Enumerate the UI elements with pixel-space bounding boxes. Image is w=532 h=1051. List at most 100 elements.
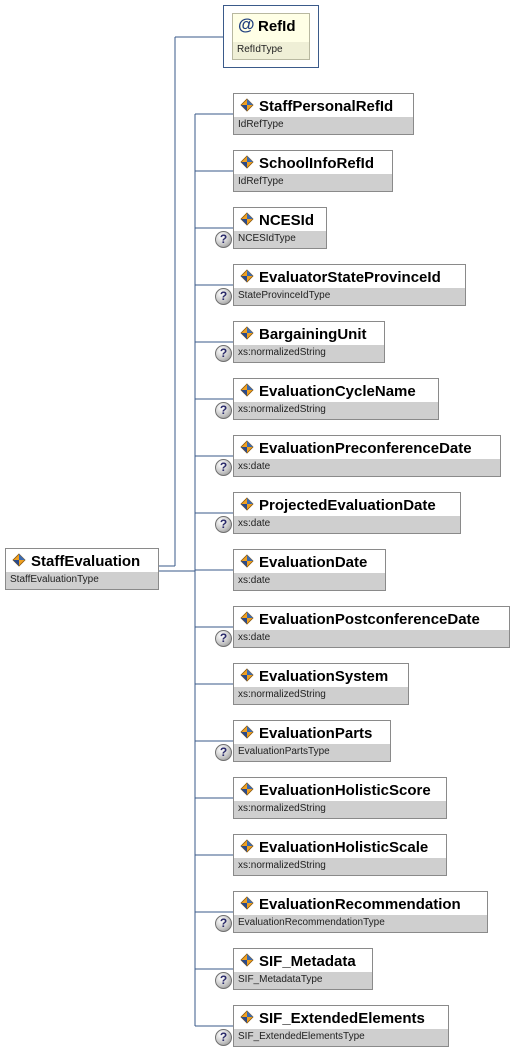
element-icon (240, 440, 254, 454)
element-icon (240, 269, 254, 283)
child-element-type: SIF_MetadataType (234, 972, 372, 989)
child-element-type: xs:normalizedString (234, 687, 408, 704)
optional-question-icon: ? (215, 459, 232, 476)
child-element-title: EvaluationHolisticScale (234, 835, 446, 858)
attribute-at-icon: @ (238, 15, 255, 34)
child-element-type: xs:normalizedString (234, 858, 446, 875)
child-element-type: StateProvinceIdType (234, 288, 465, 305)
child-element-type: xs:date (234, 573, 385, 590)
child-element-type: EvaluationRecommendationType (234, 915, 487, 932)
child-element-name: NCESId (259, 212, 315, 229)
element-icon (240, 839, 254, 853)
child-element-name: SchoolInfoRefId (259, 155, 374, 172)
child-element-title: NCESId (234, 208, 326, 231)
attribute-name: RefId (258, 18, 296, 35)
child-element-name: BargainingUnit (259, 326, 367, 343)
optional-question-icon: ? (215, 744, 232, 761)
child-element-node[interactable]: EvaluationDate xs:date (233, 549, 386, 591)
child-element-title: SIF_Metadata (234, 949, 372, 972)
optional-question-icon: ? (215, 915, 232, 932)
child-element-title: EvaluationDate (234, 550, 385, 573)
child-element-title: ProjectedEvaluationDate (234, 493, 460, 516)
attribute-title: @ RefId (233, 14, 309, 37)
root-element-type: StaffEvaluationType (6, 572, 158, 589)
child-element-node[interactable]: EvaluationPreconferenceDate xs:date (233, 435, 501, 477)
child-element-node[interactable]: EvaluationSystem xs:normalizedString (233, 663, 409, 705)
child-element-type: xs:normalizedString (234, 345, 384, 362)
element-icon (12, 553, 26, 567)
child-element-title: StaffPersonalRefId (234, 94, 413, 117)
child-element-node[interactable]: ProjectedEvaluationDate xs:date (233, 492, 461, 534)
root-element-node[interactable]: StaffEvaluation StaffEvaluationType (5, 548, 159, 590)
child-element-title: EvaluationRecommendation (234, 892, 487, 915)
optional-question-icon: ? (215, 402, 232, 419)
child-element-node[interactable]: EvaluationHolisticScore xs:normalizedStri… (233, 777, 447, 819)
element-icon (240, 155, 254, 169)
element-icon (240, 497, 254, 511)
element-icon (240, 1010, 254, 1024)
child-element-node[interactable]: EvaluationHolisticScale xs:normalizedStri… (233, 834, 447, 876)
element-icon (240, 383, 254, 397)
child-element-type: IdRefType (234, 174, 392, 191)
child-element-type: xs:date (234, 459, 500, 476)
child-element-node[interactable]: BargainingUnit xs:normalizedString (233, 321, 385, 363)
child-element-name: EvaluationHolisticScore (259, 782, 431, 799)
optional-question-icon: ? (215, 345, 232, 362)
element-icon (240, 98, 254, 112)
child-element-name: EvaluationPreconferenceDate (259, 440, 472, 457)
optional-question-icon: ? (215, 630, 232, 647)
attribute-type: RefIdType (233, 42, 309, 59)
child-element-title: EvaluationCycleName (234, 379, 438, 402)
child-element-type: xs:date (234, 630, 509, 647)
attribute-group-node[interactable]: @ RefId RefIdType (223, 5, 319, 68)
optional-question-icon: ? (215, 288, 232, 305)
child-element-name: EvaluationDate (259, 554, 368, 571)
child-element-type: xs:normalizedString (234, 801, 446, 818)
element-icon (240, 782, 254, 796)
child-element-type: xs:date (234, 516, 460, 533)
root-element-name: StaffEvaluation (31, 553, 141, 570)
optional-question-icon: ? (215, 516, 232, 533)
child-element-name: StaffPersonalRefId (259, 98, 394, 115)
element-icon (240, 725, 254, 739)
child-element-title: EvaluationHolisticScore (234, 778, 446, 801)
child-element-name: EvaluationCycleName (259, 383, 416, 400)
child-element-title: EvaluationPreconferenceDate (234, 436, 500, 459)
child-element-type: IdRefType (234, 117, 413, 134)
child-element-type: EvaluationPartsType (234, 744, 390, 761)
optional-question-icon: ? (215, 1029, 232, 1046)
child-element-title: BargainingUnit (234, 322, 384, 345)
root-element-title: StaffEvaluation (6, 549, 158, 572)
child-element-name: EvaluationSystem (259, 668, 389, 685)
child-element-title: SchoolInfoRefId (234, 151, 392, 174)
element-icon (240, 896, 254, 910)
child-element-type: NCESIdType (234, 231, 326, 248)
child-element-title: EvaluationPostconferenceDate (234, 607, 509, 630)
child-element-name: EvaluationParts (259, 725, 373, 742)
child-element-title: EvaluationSystem (234, 664, 408, 687)
element-icon (240, 212, 254, 226)
attribute-node[interactable]: @ RefId RefIdType (232, 13, 310, 60)
element-icon (240, 953, 254, 967)
element-icon (240, 554, 254, 568)
child-element-title: SIF_ExtendedElements (234, 1006, 448, 1029)
child-element-name: ProjectedEvaluationDate (259, 497, 436, 514)
child-element-name: SIF_ExtendedElements (259, 1010, 425, 1027)
child-element-title: EvaluatorStateProvinceId (234, 265, 465, 288)
element-icon (240, 326, 254, 340)
child-element-name: EvaluationHolisticScale (259, 839, 429, 856)
optional-question-icon: ? (215, 972, 232, 989)
optional-question-icon: ? (215, 231, 232, 248)
child-element-name: EvaluationRecommendation (259, 896, 461, 913)
